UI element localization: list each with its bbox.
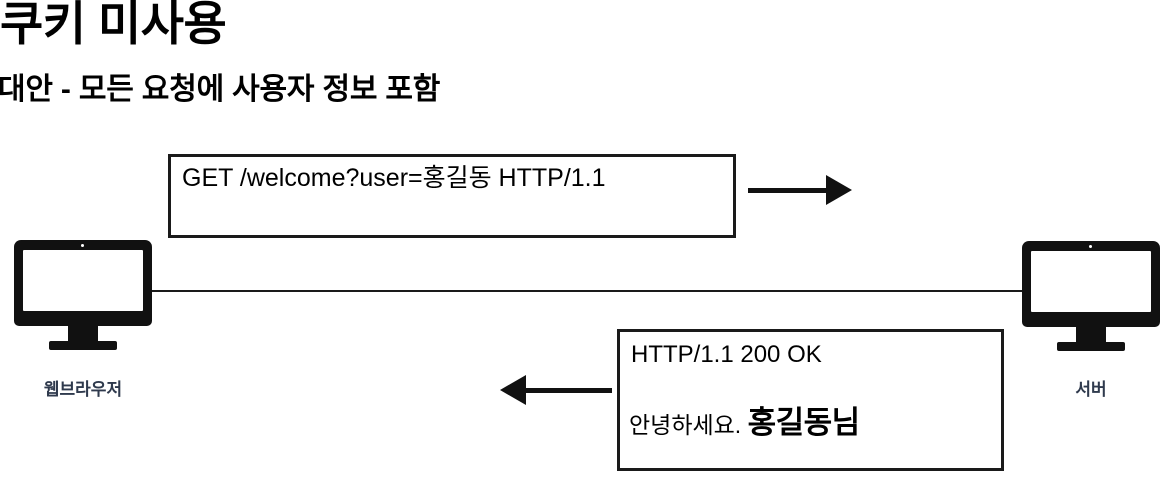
response-arrow-left-icon: [500, 375, 612, 405]
monitor-camera-icon: [81, 244, 84, 247]
arrow-shaft: [520, 387, 612, 393]
monitor-screen: [23, 250, 143, 311]
response-message-box: HTTP/1.1 200 OK 안녕하세요. 홍길동님: [617, 329, 1004, 471]
server-label: 서버: [1075, 380, 1107, 399]
arrow-shaft: [748, 187, 832, 193]
page-subtitle: 대안 - 모든 요청에 사용자 정보 포함: [0, 73, 441, 106]
page-title: 쿠키 미사용: [0, 0, 227, 50]
monitor-camera-icon: [1089, 245, 1092, 248]
request-message-box: GET /welcome?user=홍길동 HTTP/1.1: [168, 154, 736, 238]
request-text: GET /welcome?user=홍길동 HTTP/1.1: [182, 164, 606, 192]
response-body-line: 안녕하세요. 홍길동님: [629, 404, 860, 443]
response-body-highlight: 홍길동님: [747, 405, 861, 440]
response-status-line: HTTP/1.1 200 OK: [631, 341, 822, 368]
client-label: 웹브라우저: [43, 380, 123, 399]
response-body-prefix: 안녕하세요.: [629, 412, 748, 438]
arrow-head: [500, 375, 526, 405]
arrow-head: [826, 175, 852, 205]
network-wire: [150, 290, 1026, 292]
client-monitor-icon: [14, 240, 152, 350]
server-monitor-icon: [1022, 241, 1160, 351]
monitor-neck: [68, 326, 98, 344]
monitor-foot: [1057, 342, 1125, 351]
request-arrow-right-icon: [748, 175, 852, 205]
monitor-screen: [1031, 251, 1151, 312]
monitor-foot: [49, 341, 117, 350]
monitor-neck: [1076, 327, 1106, 345]
